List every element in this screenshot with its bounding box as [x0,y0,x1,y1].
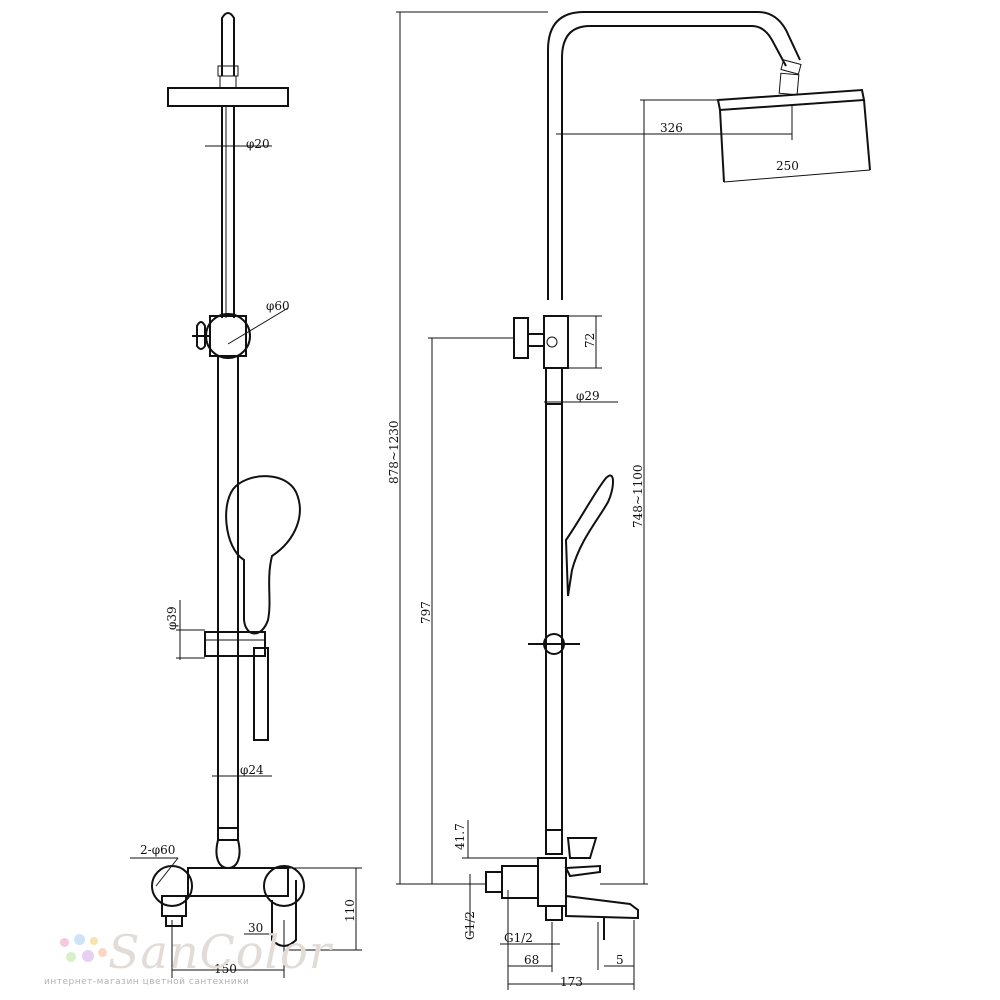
dim-center-distance: 150 [214,962,237,976]
front-flange-right [263,865,305,907]
side-hand-shower [564,474,614,597]
dim-offset: 30 [248,921,263,935]
brand-tagline: интернет-магазин цветной сантехники [44,977,250,987]
dim-flange-diameter: 2-φ60 [140,843,175,857]
front-view [130,12,362,978]
dim-diverter-diameter: φ60 [266,299,290,313]
front-arm-stub [221,12,235,76]
dim-thread-bottom: G1/2 [504,931,533,945]
front-hand-shower [225,475,301,635]
dim-spout-length: 173 [560,975,583,989]
dim-inlet-offset: 41.7 [453,823,467,850]
dim-diverter-elevation: 797 [419,601,433,624]
brand-logo: SanColor [108,925,332,979]
dim-holder-diameter: φ39 [165,606,179,630]
dim-head-elevation: 748~1100 [631,465,645,529]
side-diverter [543,315,569,369]
brand-dot [82,950,94,962]
brand-dot [98,948,107,957]
dim-pipe-diameter: φ20 [246,137,270,151]
dim-diverter-height: 72 [583,333,597,348]
front-mixer-body [187,867,289,897]
side-shower-arm [547,11,801,300]
side-mixer-body [537,857,567,907]
front-diverter [205,313,251,359]
dim-wall-to-axis: 68 [524,953,539,967]
front-slide-holder [204,631,266,657]
side-spout [565,894,639,920]
dim-thread-left: G1/2 [463,911,477,940]
brand-dot [66,952,76,962]
brand-dot [90,937,98,945]
dim-spout-gap: 5 [616,953,624,967]
front-overhead-head [167,87,289,107]
dim-body-height: 110 [343,899,357,922]
side-view [396,11,871,990]
side-overhead-head [716,88,866,112]
brand-dot [60,938,69,947]
brand-dot [74,934,85,945]
dim-total-height: 878~1230 [387,421,401,485]
dim-rod-diameter: φ29 [576,389,600,403]
dim-overhead-head-width: 250 [776,159,799,173]
dim-overhead-reach: 326 [660,121,683,135]
dim-lower-pipe-diameter: φ24 [240,763,264,777]
